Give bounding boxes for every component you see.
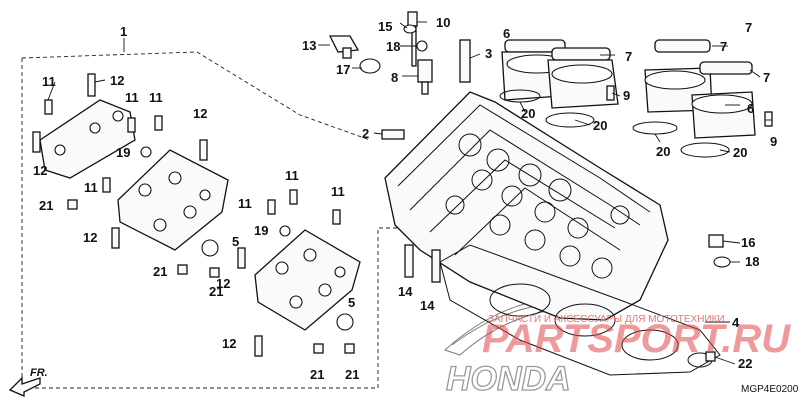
stud-10 bbox=[407, 11, 418, 67]
callout-7d: 7 bbox=[763, 70, 770, 85]
washer-18b bbox=[713, 256, 731, 268]
dowel-22 bbox=[705, 351, 716, 362]
callout-20a: 20 bbox=[521, 106, 535, 121]
callout-11b: 11 bbox=[125, 90, 139, 105]
diagram-code: MGP4E0200 bbox=[741, 384, 799, 395]
washer-18a bbox=[416, 40, 428, 52]
callout-1: 1 bbox=[120, 24, 127, 39]
front-direction-arrow bbox=[8, 376, 41, 397]
washer-19a bbox=[140, 146, 152, 158]
callout-7c: 7 bbox=[720, 39, 727, 54]
callout-11f: 11 bbox=[285, 168, 299, 183]
sensor-8 bbox=[417, 59, 433, 95]
callout-21a: 21 bbox=[39, 198, 53, 213]
callout-11g: 11 bbox=[331, 184, 345, 199]
callout-4: 4 bbox=[732, 315, 740, 330]
callout-3: 3 bbox=[485, 46, 492, 61]
bolts-9 bbox=[606, 85, 773, 127]
ring-5a bbox=[201, 239, 219, 257]
callout-11d: 11 bbox=[84, 180, 98, 195]
callout-8: 8 bbox=[391, 70, 398, 85]
breather-fitting-13 bbox=[328, 35, 360, 59]
callout-15: 15 bbox=[378, 19, 392, 34]
callout-7b: 7 bbox=[625, 49, 632, 64]
callout-19a: 19 bbox=[116, 145, 130, 160]
group-1-boundary bbox=[21, 51, 425, 389]
callout-11e: 11 bbox=[238, 196, 252, 211]
intake-insulator-left bbox=[499, 39, 619, 128]
callout-12e: 12 bbox=[216, 276, 230, 291]
sealing-washer-15 bbox=[403, 24, 417, 34]
callout-5a: 5 bbox=[232, 234, 239, 249]
o-ring-17 bbox=[359, 58, 381, 74]
callout-9b: 9 bbox=[770, 134, 777, 149]
callout-18b: 18 bbox=[745, 254, 759, 269]
pin-3 bbox=[459, 39, 471, 83]
camshaft-holder-upper bbox=[39, 99, 136, 179]
callout-20c: 20 bbox=[656, 144, 670, 159]
front-label: FR. bbox=[30, 367, 48, 379]
honda-logo-text: HONDA bbox=[446, 360, 571, 398]
callout-12f: 12 bbox=[222, 336, 236, 351]
bolts-11 bbox=[44, 99, 341, 225]
callout-14b: 14 bbox=[420, 298, 435, 313]
callout-21d: 21 bbox=[310, 367, 324, 382]
callout-20d: 20 bbox=[733, 145, 747, 160]
callout-21e: 21 bbox=[345, 367, 359, 382]
callout-12b: 12 bbox=[33, 163, 47, 178]
dowels-21 bbox=[67, 199, 355, 354]
cylinder-head bbox=[384, 91, 721, 376]
bolt-2 bbox=[381, 129, 405, 140]
callout-10: 10 bbox=[436, 15, 450, 30]
camshaft-holder-middle bbox=[117, 149, 229, 251]
callout-20b: 20 bbox=[593, 118, 607, 133]
callout-6b: 6 bbox=[747, 101, 754, 116]
callout-12c: 12 bbox=[193, 106, 207, 121]
callout-19b: 19 bbox=[254, 223, 268, 238]
studs-14 bbox=[404, 244, 441, 283]
callout-13: 13 bbox=[302, 38, 316, 53]
washer-19b bbox=[279, 225, 291, 237]
callout-17: 17 bbox=[336, 62, 350, 77]
intake-insulator-right bbox=[632, 39, 756, 158]
leader-lines bbox=[47, 21, 772, 365]
callout-12a: 12 bbox=[110, 73, 124, 88]
callout-6a: 6 bbox=[503, 26, 510, 41]
callout-16: 16 bbox=[741, 235, 755, 250]
callout-21b: 21 bbox=[153, 264, 167, 279]
callout-11c: 11 bbox=[149, 90, 163, 105]
callout-12d: 12 bbox=[83, 230, 97, 245]
camshaft-holder-lower bbox=[254, 229, 361, 331]
ring-5b bbox=[336, 313, 354, 331]
callout-22: 22 bbox=[738, 356, 752, 371]
callout-18a: 18 bbox=[386, 39, 400, 54]
callout-11a: 11 bbox=[42, 74, 56, 89]
watermark-line2: PARTSPORT.RU bbox=[482, 317, 791, 361]
callout-21c: 21 bbox=[209, 284, 223, 299]
callout-7a: 7 bbox=[745, 20, 752, 35]
watermark-line1: ЗАПЧАСТИ И АКСЕССУАРЫ ДЛЯ МОТОТЕХНИКИ bbox=[488, 314, 725, 325]
callout-9a: 9 bbox=[623, 88, 630, 103]
callout-14a: 14 bbox=[398, 284, 413, 299]
callout-5b: 5 bbox=[348, 295, 355, 310]
callout-2: 2 bbox=[362, 126, 369, 141]
bolts-12 bbox=[32, 73, 263, 357]
plug-16 bbox=[708, 234, 724, 248]
